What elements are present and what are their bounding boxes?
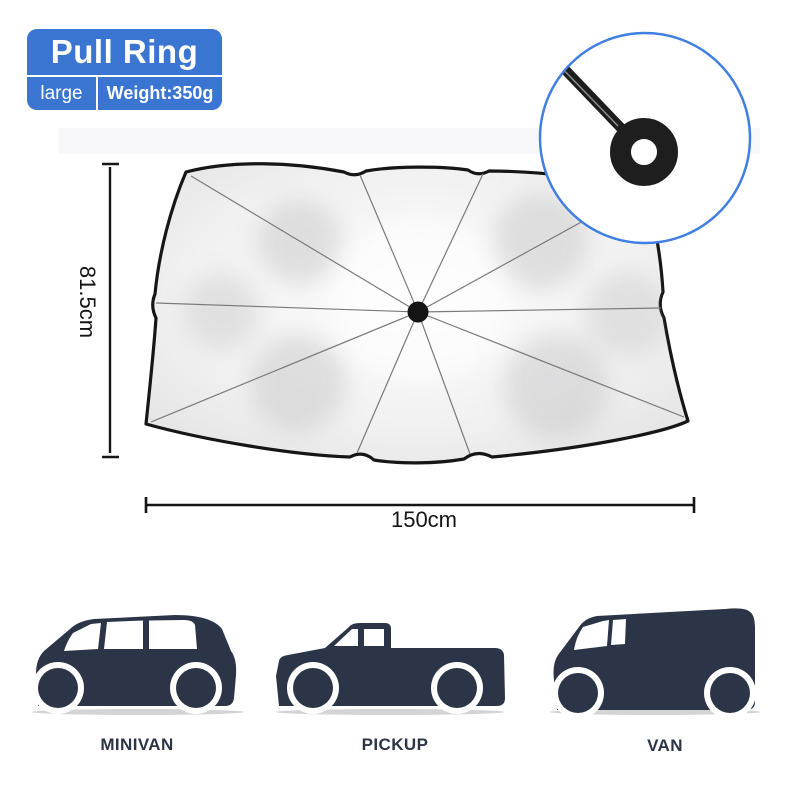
pickup-window: [364, 629, 384, 646]
umbrella-rib: [190, 175, 419, 313]
van-ground-shadow: [550, 709, 760, 715]
minivan-window: [104, 620, 143, 649]
sunshade-umbrella-icon: [144, 162, 690, 465]
badge-weight-label: Weight:350g: [106, 83, 214, 103]
van-icon: [552, 608, 756, 719]
umbrella-center-hub: [407, 301, 429, 323]
height-dimension-label: 81.5cm: [75, 265, 100, 339]
wheel: [558, 673, 598, 713]
umbrella-rib: [359, 174, 419, 313]
width-dimension-label: 150cm: [390, 507, 458, 532]
wheel: [437, 668, 477, 708]
umbrella-rib: [356, 311, 419, 454]
minivan-windshield: [64, 623, 101, 651]
pickup-windshield: [334, 629, 358, 646]
height-dimension-line: [102, 162, 119, 459]
vehicle-label-pickup: PICKUP: [361, 735, 429, 754]
umbrella-rib: [155, 302, 419, 313]
width-dimension-line: [144, 497, 696, 513]
umbrella-rib: [417, 173, 484, 313]
canopy-shading: [184, 194, 668, 438]
wheel: [710, 673, 750, 713]
wheel: [293, 668, 333, 708]
minivan-icon: [32, 615, 237, 714]
umbrella-rib: [417, 311, 471, 455]
badge-title: Pull Ring: [50, 33, 199, 70]
minivan-window: [149, 620, 197, 649]
umbrella-ribs: [150, 173, 685, 455]
van-windshield: [574, 620, 609, 650]
umbrella-rib: [417, 311, 685, 418]
badge-row: large Weight:350g: [27, 75, 222, 110]
vehicle-label-minivan: MINIVAN: [100, 735, 174, 754]
van-vent-window: [611, 619, 626, 645]
pull-ring-inset: [538, 31, 752, 245]
pickup-icon: [276, 623, 505, 714]
umbrella-rib: [417, 307, 662, 313]
wheel: [176, 668, 216, 708]
badge-size-label: large: [27, 77, 98, 110]
feature-badge: Pull Ring large Weight:350g: [27, 29, 222, 110]
pull-ring: [610, 118, 678, 186]
umbrella-rib: [150, 311, 419, 423]
wheel: [38, 668, 78, 708]
vehicle-label-van: VAN: [647, 736, 683, 755]
